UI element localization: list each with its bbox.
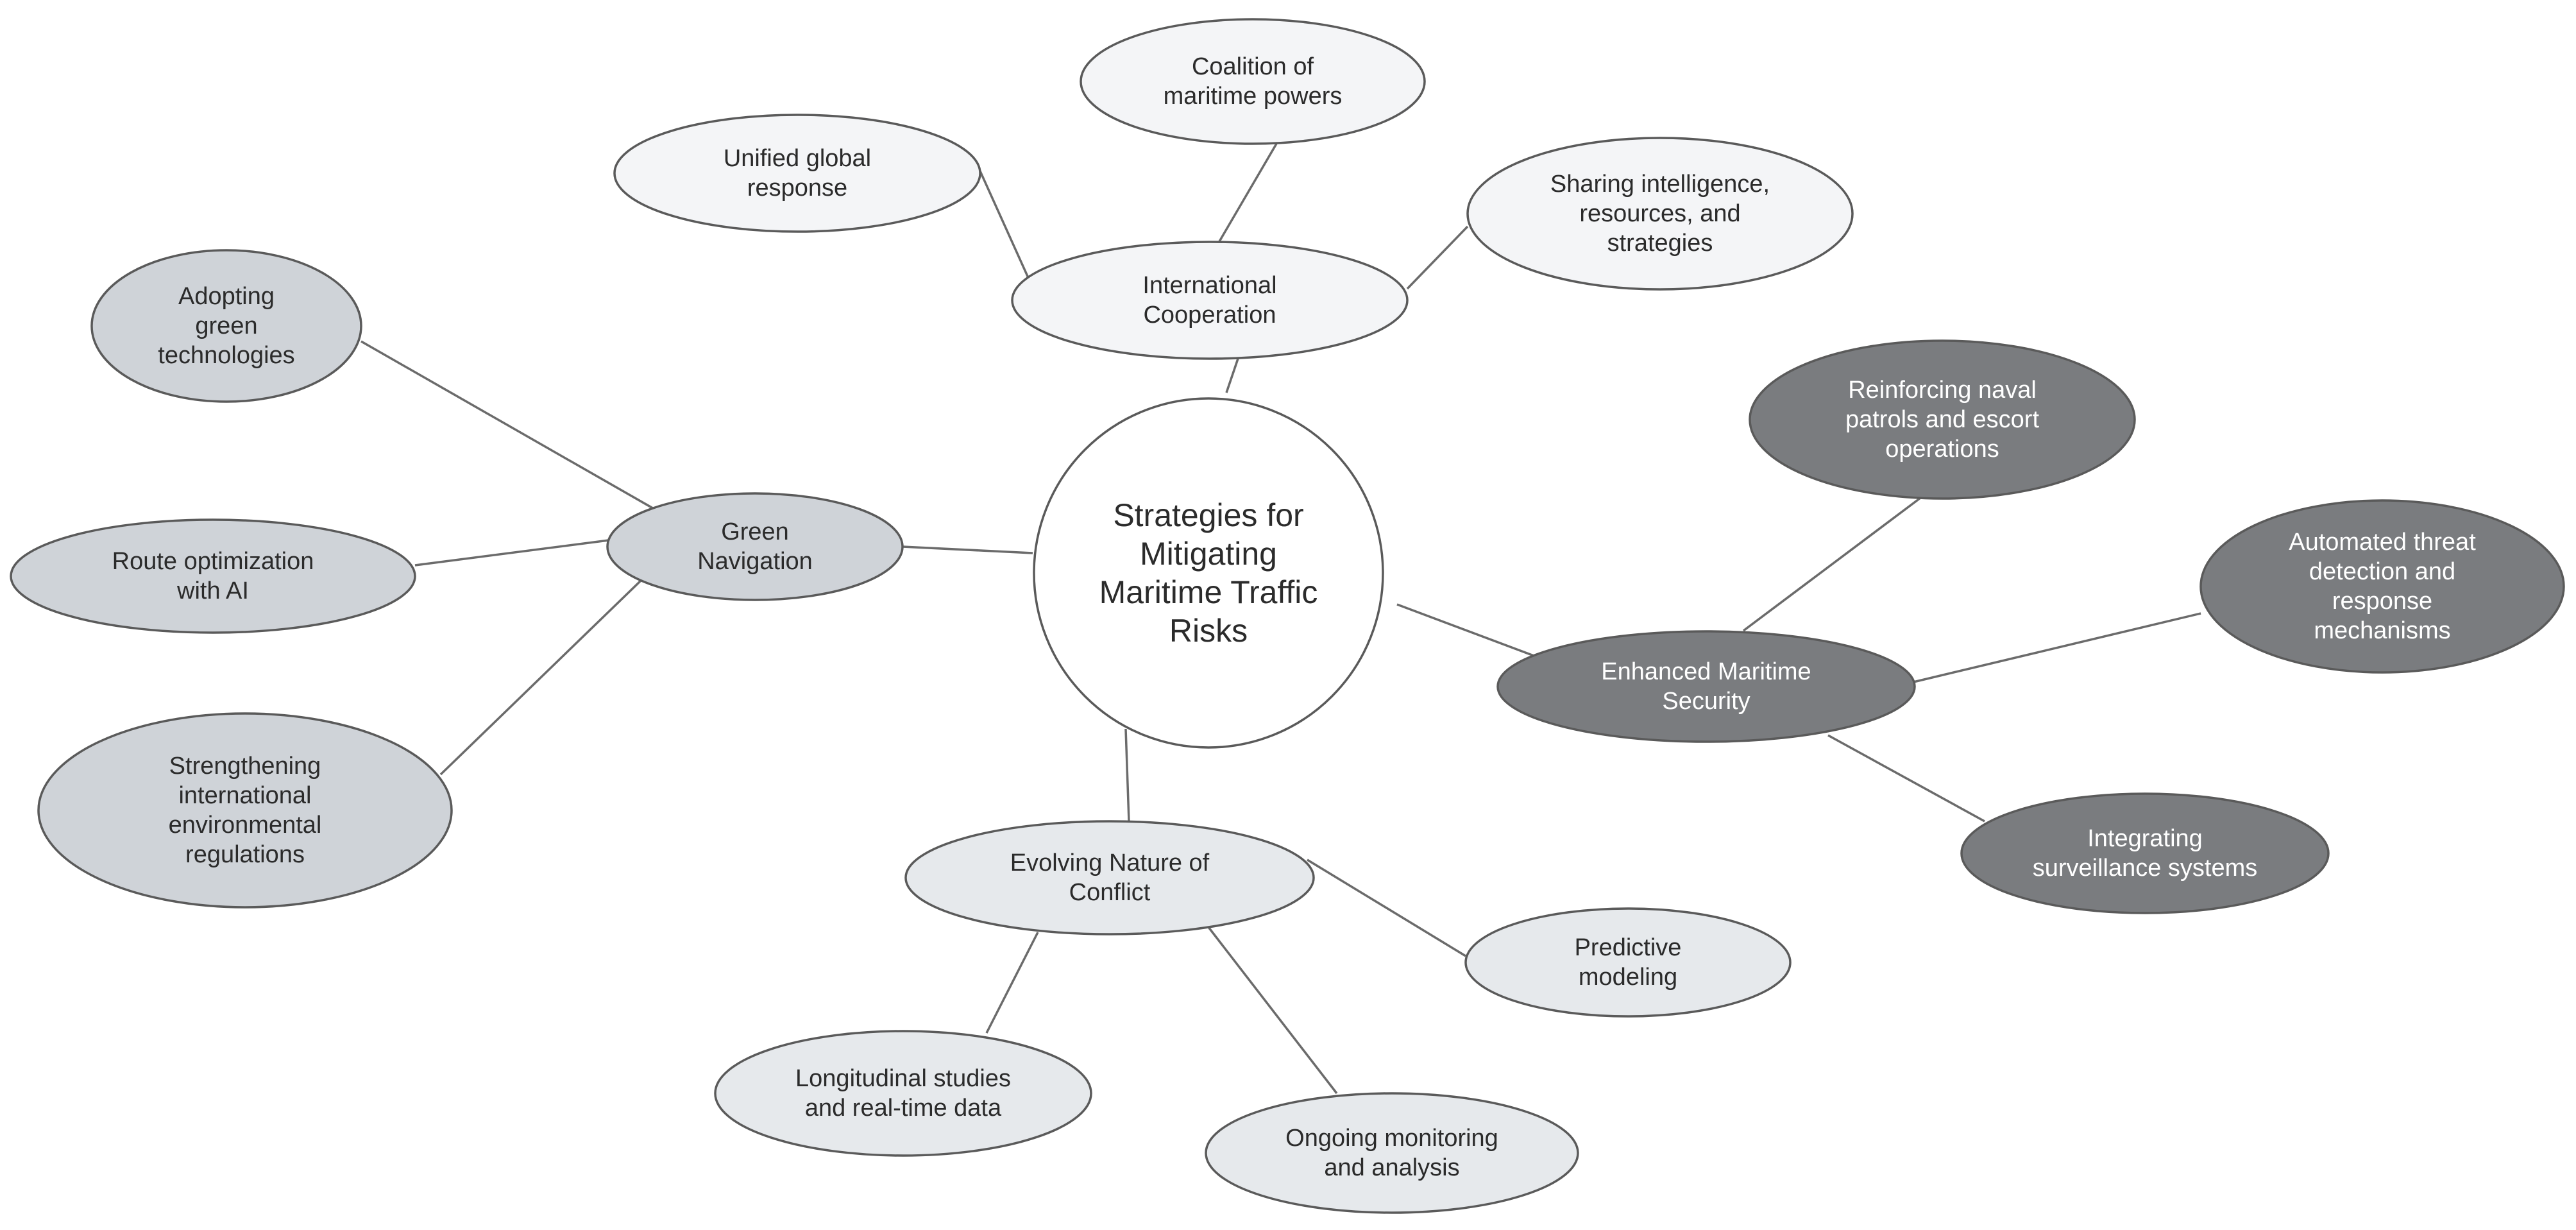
edge-center-to-green xyxy=(902,545,1033,554)
leaf-node-security-3-shape xyxy=(1960,792,2330,914)
branch-node-green-label-line: Navigation xyxy=(697,548,813,575)
leaf-node-conflict-2-shape xyxy=(1205,1092,1579,1214)
central-topic-label-line: Maritime Traffic xyxy=(1099,574,1318,610)
leaf-node-security-2-shape xyxy=(2199,499,2565,674)
branch-node-cooperation-label-line: Cooperation xyxy=(1143,302,1276,329)
edge-green-child-1 xyxy=(360,340,661,514)
leaf-node-cooperation-2-label-line: maritime powers xyxy=(1164,83,1343,110)
edge-security-child-3 xyxy=(1827,734,1985,823)
edge-cooperation-child-3 xyxy=(1406,225,1469,290)
edge-center-to-conflict xyxy=(1124,728,1130,822)
leaf-node-cooperation-1: Unified global response xyxy=(613,114,981,233)
branch-node-conflict-shape xyxy=(904,820,1315,935)
branch-node-security-shape xyxy=(1496,630,1916,743)
leaf-node-cooperation-2-shape xyxy=(1080,18,1426,145)
edge-security-child-2 xyxy=(1913,612,2201,683)
leaf-node-conflict-3-shape xyxy=(1464,907,1792,1018)
edge-security-child-1 xyxy=(1742,497,1922,632)
edge-green-child-3 xyxy=(439,579,643,776)
connector-lines xyxy=(360,143,2201,1095)
leaf-node-green-1-label-line: green xyxy=(195,312,257,339)
leaf-node-cooperation-3-label-line: Sharing intelligence, xyxy=(1550,171,1770,198)
central-topic-label-line: Risks xyxy=(1169,613,1248,649)
leaf-node-green-1-label-line: Adopting xyxy=(178,283,275,310)
leaf-node-security-2-label-line: detection and xyxy=(2309,558,2455,585)
leaf-node-security-1-label-line: patrols and escort xyxy=(1845,406,2039,433)
leaf-node-conflict-3-label-line: Predictive xyxy=(1575,934,1682,961)
leaf-node-cooperation-3-label-line: strategies xyxy=(1607,230,1713,257)
leaf-node-green-3-label-line: Strengthening xyxy=(169,753,321,780)
leaf-node-security-3: Integrating surveillance systems xyxy=(1960,792,2330,914)
leaf-node-green-3-shape xyxy=(37,712,453,909)
leaf-node-green-1-label-line: technologies xyxy=(158,342,294,369)
leaf-node-conflict-3-label-line: modeling xyxy=(1579,964,1677,991)
leaf-node-cooperation-3-shape xyxy=(1466,137,1854,291)
edge-cooperation-child-1 xyxy=(977,166,1030,280)
leaf-node-green-3-label-line: regulations xyxy=(185,841,305,868)
leaf-node-conflict-1: Longitudinal studies and real-time data xyxy=(714,1030,1092,1157)
leaf-node-cooperation-1-shape xyxy=(613,114,981,233)
leaf-node-green-1-shape xyxy=(90,249,362,403)
leaf-node-green-3-label-line: international xyxy=(178,782,311,809)
edge-conflict-child-2 xyxy=(1207,926,1338,1095)
edge-green-child-2 xyxy=(414,539,609,567)
edge-center-to-security xyxy=(1396,603,1536,658)
leaf-node-conflict-1-label-line: and real-time data xyxy=(805,1095,1002,1122)
branch-node-cooperation-shape xyxy=(1011,241,1409,360)
leaf-node-security-3-label-line: Integrating xyxy=(2087,825,2203,852)
leaf-node-security-3-label-line: surveillance systems xyxy=(2033,855,2258,882)
central-topic-label-line: Mitigating xyxy=(1140,536,1277,572)
branch-node-security-label-line: Enhanced Maritime xyxy=(1601,658,1811,685)
edge-center-to-cooperation xyxy=(1225,358,1239,393)
leaf-node-security-2-label-line: mechanisms xyxy=(2314,617,2450,644)
leaf-node-cooperation-2-label-line: Coalition of xyxy=(1192,53,1314,80)
leaf-node-cooperation-1-label-line: response xyxy=(747,175,847,201)
branch-node-cooperation-label-line: International xyxy=(1142,272,1276,299)
leaf-node-green-2-shape xyxy=(10,518,416,634)
central-topic-shape xyxy=(1033,397,1384,749)
leaf-node-conflict-2-label-line: Ongoing monitoring xyxy=(1285,1125,1498,1152)
branch-node-green-label-line: Green xyxy=(721,518,789,545)
leaf-node-cooperation-3-label-line: resources, and xyxy=(1579,200,1740,227)
leaf-node-security-2-label-line: Automated threat xyxy=(2289,529,2476,556)
leaf-node-conflict-1-label-line: Longitudinal studies xyxy=(795,1065,1011,1092)
edge-conflict-child-1 xyxy=(985,932,1039,1034)
branch-node-green-shape xyxy=(606,492,904,601)
leaf-node-cooperation-3: Sharing intelligence,resources, and strat… xyxy=(1466,137,1854,291)
leaf-node-green-2-label-line: Route optimization xyxy=(112,548,314,575)
central-topic-label-line: Strategies for xyxy=(1113,497,1303,533)
branch-node-security-label-line: Security xyxy=(1662,688,1750,715)
leaf-node-green-2-label-line: with AI xyxy=(176,577,249,604)
leaf-node-security-2-label-line: response xyxy=(2332,588,2432,615)
leaf-node-security-1-label-line: Reinforcing naval xyxy=(1848,377,2037,404)
edge-conflict-child-3 xyxy=(1307,858,1466,957)
leaf-node-conflict-1-shape xyxy=(714,1030,1092,1157)
leaf-node-green-3-label-line: environmental xyxy=(169,812,322,839)
branch-node-conflict-label-line: Evolving Nature of xyxy=(1010,850,1210,876)
leaf-node-conflict-3: Predictive modeling xyxy=(1464,907,1792,1018)
branch-node-conflict: Evolving Nature of Conflict xyxy=(904,820,1315,935)
leaf-node-cooperation-2: Coalition of maritime powers xyxy=(1080,18,1426,145)
leaf-node-security-1-label-line: operations xyxy=(1885,436,1999,463)
leaf-node-cooperation-1-label-line: Unified global xyxy=(724,145,871,172)
branch-node-conflict-label-line: Conflict xyxy=(1069,879,1151,906)
edge-cooperation-child-2 xyxy=(1217,143,1278,243)
leaf-node-security-1-shape xyxy=(1749,339,2136,500)
leaf-node-conflict-2-label-line: and analysis xyxy=(1324,1154,1459,1181)
